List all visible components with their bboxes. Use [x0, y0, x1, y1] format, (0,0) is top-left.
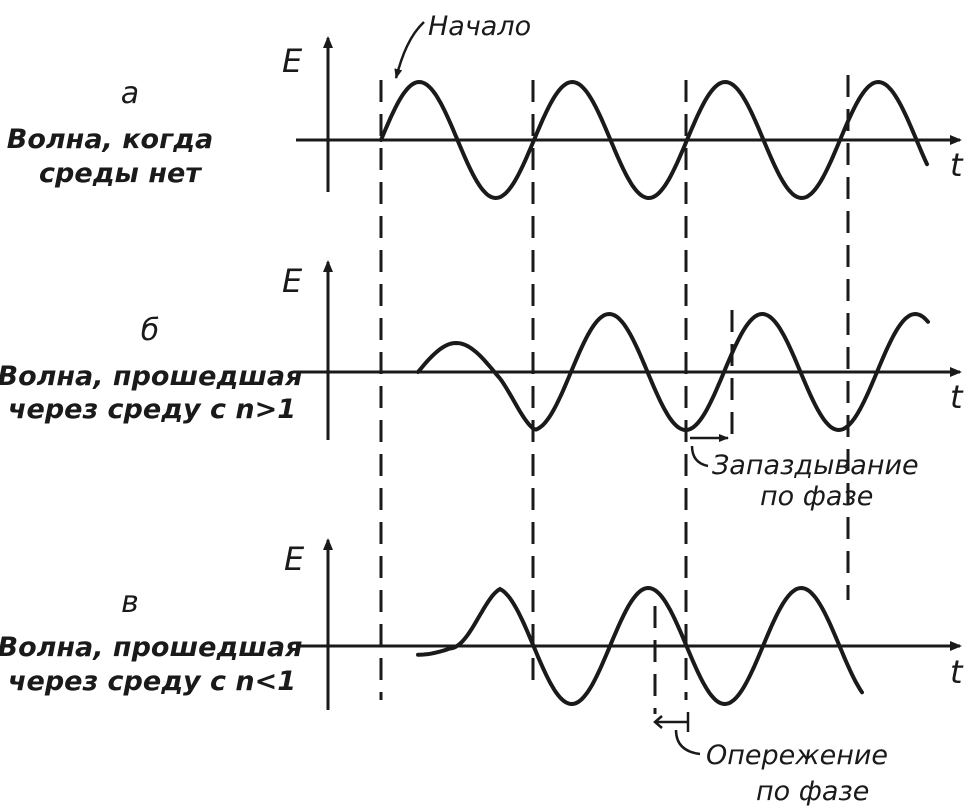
phase-lead-leader: [674, 729, 701, 756]
panel-a-caption-line2: среды нет: [39, 158, 202, 189]
panel-c-caption-line1: Волна, прошедшая: [0, 632, 303, 663]
panel-a-y-axis-label: E: [282, 42, 303, 80]
panel-c-t-axis-label: t: [950, 653, 964, 691]
start-pointer: [394, 21, 425, 79]
panel-a: E t а Волна, когда среды нет: [7, 36, 964, 201]
phase-lag-label-line2: по фазе: [760, 481, 873, 512]
phase-lead-label-line2: по фазе: [756, 776, 869, 807]
start-annotation: Начало: [394, 11, 531, 79]
panel-b-wave: [416, 311, 930, 433]
panel-c-wave: [416, 585, 864, 707]
phase-lag-annotation: Запаздывание по фазе: [690, 434, 919, 512]
panel-b-t-axis-label: t: [950, 378, 964, 416]
phase-lag-leader: [690, 445, 709, 468]
panel-b: E t б Волна, прошедшая через среду с n>1: [0, 260, 964, 440]
start-label: Начало: [428, 11, 531, 42]
panel-b-caption-line1: Волна, прошедшая: [0, 361, 303, 392]
panel-c-caption-line2: через среду с n<1: [8, 666, 296, 697]
phase-lead-tick-left: [653, 715, 663, 729]
panel-c: E t в Волна, прошедшая через среду с n<1: [0, 538, 964, 714]
panel-c-y-axis-label: E: [284, 540, 305, 578]
phase-lead-annotation: Опережение по фазе: [653, 712, 888, 807]
panel-b-caption-line2: через среду с n>1: [8, 394, 296, 425]
panel-b-letter: б: [141, 313, 160, 348]
panel-c-letter: в: [121, 585, 139, 620]
reference-dashed-lines: [379, 75, 850, 700]
panel-a-caption-line1: Волна, когда: [7, 124, 213, 155]
phase-lead-label-line1: Опережение: [706, 740, 888, 771]
phase-lag-label-line1: Запаздывание: [712, 450, 919, 481]
panel-a-letter: а: [121, 76, 139, 111]
panel-b-y-axis-label: E: [282, 262, 303, 300]
panel-a-wave: [379, 79, 929, 201]
panel-a-t-axis-label: t: [950, 146, 964, 184]
